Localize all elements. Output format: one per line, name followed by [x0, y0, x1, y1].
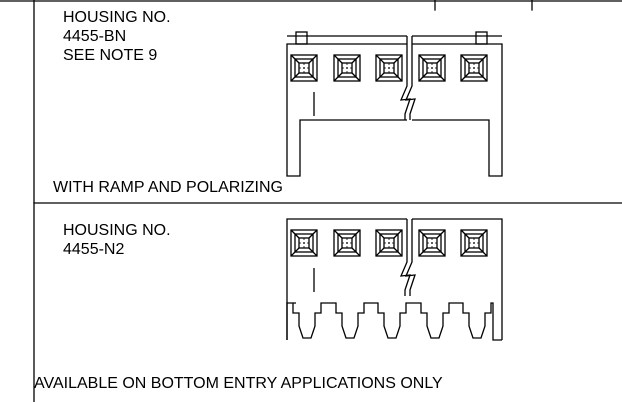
- housing-b-caption: AVAILABLE ON BOTTOM ENTRY APPLICATIONS O…: [34, 375, 443, 392]
- housing-right-half: [412, 43, 503, 177]
- housing-n2-bottom-profile: [286, 302, 502, 341]
- housing-n2-right-half: [412, 218, 503, 340]
- terminal-cavity: [333, 229, 361, 257]
- terminal-cavity: [418, 54, 446, 82]
- terminal-cavity: [460, 54, 488, 82]
- terminal-cavity: [375, 229, 403, 257]
- terminal-cavity: [418, 229, 446, 257]
- housing-b-title: HOUSING NO.: [63, 222, 171, 239]
- housing-4455-bn-drawing: [286, 31, 503, 177]
- split-n2-left: [399, 219, 411, 296]
- split-right: [404, 36, 416, 120]
- housing-n2-left-half: [286, 218, 407, 340]
- terminal-cavity: [333, 54, 361, 82]
- terminal-cavity: [375, 54, 403, 82]
- housing-a-caption: WITH RAMP AND POLARIZING: [53, 179, 283, 196]
- housing-b-part-number: 4455-N2: [63, 241, 125, 258]
- housing-left-half: [286, 43, 407, 177]
- terminal-cavity: [290, 54, 318, 82]
- split-n2-right: [404, 219, 416, 296]
- terminal-cavity: [460, 229, 488, 257]
- polarizing-tab-right: [475, 31, 488, 45]
- housing-a-part-number: 4455-BN: [63, 28, 127, 45]
- housing-a-title: HOUSING NO.: [63, 9, 171, 26]
- terminal-cavity: [290, 229, 318, 257]
- polarizing-tab-left: [295, 31, 308, 45]
- split-left: [399, 36, 411, 120]
- housing-a-note: SEE NOTE 9: [63, 47, 158, 64]
- housing-4455-n2-drawing: [286, 218, 503, 341]
